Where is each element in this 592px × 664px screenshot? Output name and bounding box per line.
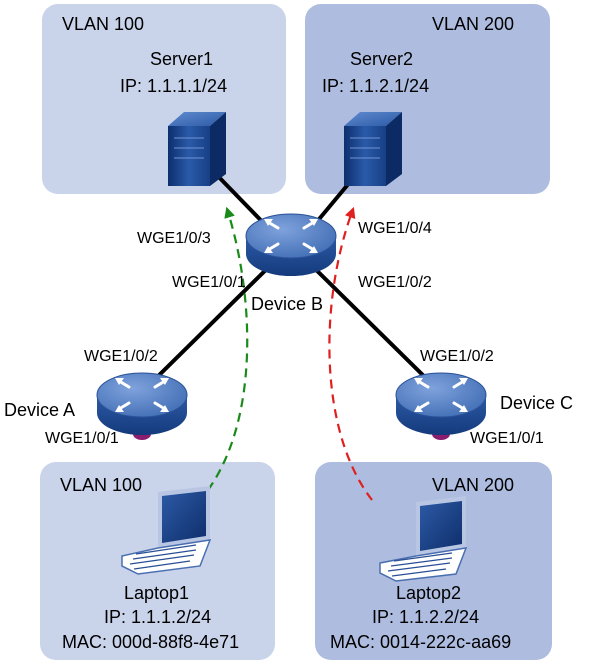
server2-name: Server2	[350, 49, 413, 69]
laptop2-mac: MAC: 0014-222c-aa69	[330, 632, 511, 652]
flow-arrow-vlan100	[207, 206, 249, 491]
laptop-icon	[121, 486, 212, 575]
device-c-port-up: WGE1/0/2	[420, 348, 494, 365]
device-b[interactable]: Device B WGE1/0/3 WGE1/0/4 WGE1/0/1 WGE1…	[137, 213, 432, 314]
device-b-name: Device B	[251, 294, 323, 314]
server-icon	[344, 112, 402, 186]
zone-vlan100-bottom-label: VLAN 100	[60, 475, 142, 495]
server1-ip: IP: 1.1.1.1/24	[120, 76, 227, 96]
device-b-port-a: WGE1/0/1	[172, 274, 246, 291]
device-b-port-c: WGE1/0/2	[358, 274, 432, 291]
zone-vlan200-bottom-label: VLAN 200	[432, 475, 514, 495]
device-c-name: Device C	[500, 393, 573, 413]
laptop1-mac: MAC: 000d-88f8-4e71	[62, 632, 239, 652]
server2-ip: IP: 1.1.2.1/24	[322, 76, 429, 96]
router-icon	[96, 372, 188, 435]
laptop1-name: Laptop1	[124, 583, 189, 603]
device-a-port-up: WGE1/0/2	[84, 348, 158, 365]
device-c[interactable]: Device C WGE1/0/2 WGE1/0/1	[395, 348, 573, 447]
device-b-port-server1: WGE1/0/3	[137, 230, 211, 247]
laptop1[interactable]: Laptop1 IP: 1.1.1.2/24 MAC: 000d-88f8-4e…	[62, 486, 239, 652]
device-c-port-down: WGE1/0/1	[470, 430, 544, 447]
device-a-port-down: WGE1/0/1	[45, 430, 119, 447]
server-icon	[168, 112, 226, 186]
link-devicec-deviceb	[296, 250, 442, 394]
link-devicea-deviceb	[140, 250, 286, 394]
laptop2-ip: IP: 1.1.2.2/24	[372, 607, 479, 627]
laptop2[interactable]: Laptop2 IP: 1.1.2.2/24 MAC: 0014-222c-aa…	[330, 496, 511, 652]
device-a-name: Device A	[4, 400, 75, 420]
server1-name: Server1	[150, 49, 213, 69]
laptop2-name: Laptop2	[396, 583, 461, 603]
laptop1-ip: IP: 1.1.1.2/24	[104, 607, 211, 627]
device-a[interactable]: Device A WGE1/0/2 WGE1/0/1	[4, 348, 188, 447]
zone-vlan200-top-label: VLAN 200	[432, 14, 514, 34]
zone-vlan100-top-label: VLAN 100	[62, 14, 144, 34]
router-icon	[395, 372, 487, 435]
server2[interactable]: Server2 IP: 1.1.2.1/24	[322, 49, 429, 186]
router-icon	[245, 213, 337, 276]
laptop-icon	[379, 496, 468, 582]
server1[interactable]: Server1 IP: 1.1.1.1/24	[120, 49, 227, 186]
flow-arrow-vlan200	[328, 206, 373, 501]
device-b-port-server2: WGE1/0/4	[358, 220, 432, 237]
